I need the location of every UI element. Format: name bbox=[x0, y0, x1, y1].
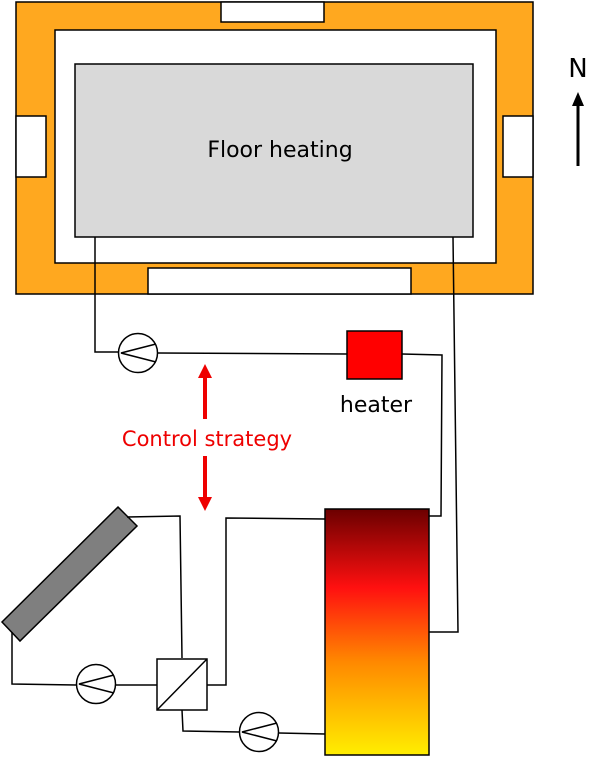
tank-pump-to-tank-pipe bbox=[278, 732, 326, 735]
exchanger-to-tank-top-pipe bbox=[207, 517, 326, 686]
window-left bbox=[15, 115, 47, 178]
floor-heating-return-pipe bbox=[429, 236, 459, 633]
exchanger-to-tank-bottom-pipe bbox=[181, 709, 241, 733]
heater-label: heater bbox=[340, 393, 413, 418]
heat-exchanger-icon bbox=[156, 658, 208, 711]
floor-heating-supply-pipe bbox=[94, 237, 118, 353]
window-bottom bbox=[147, 267, 412, 295]
heater-box bbox=[346, 330, 403, 380]
floor-heating-label: Floor heating bbox=[207, 138, 352, 163]
window-top bbox=[220, 1, 325, 23]
solar-collector bbox=[0, 505, 139, 643]
floor-heating-panel bbox=[74, 63, 474, 238]
tank-loop-pump-icon bbox=[238, 711, 280, 753]
heater-to-tank-pipe bbox=[401, 353, 443, 517]
window-right bbox=[502, 115, 534, 178]
north-label: N bbox=[568, 54, 587, 84]
collector-return-pipe bbox=[11, 632, 77, 686]
collector-supply-pipe bbox=[126, 515, 183, 659]
storage-tank bbox=[324, 508, 430, 756]
collector-pump-icon bbox=[75, 663, 117, 705]
north-arrow-head bbox=[572, 92, 584, 106]
floor-heating-pump-icon bbox=[117, 332, 159, 374]
control-strategy-label: Control strategy bbox=[122, 427, 292, 451]
pump-to-heater-pipe bbox=[157, 352, 348, 355]
